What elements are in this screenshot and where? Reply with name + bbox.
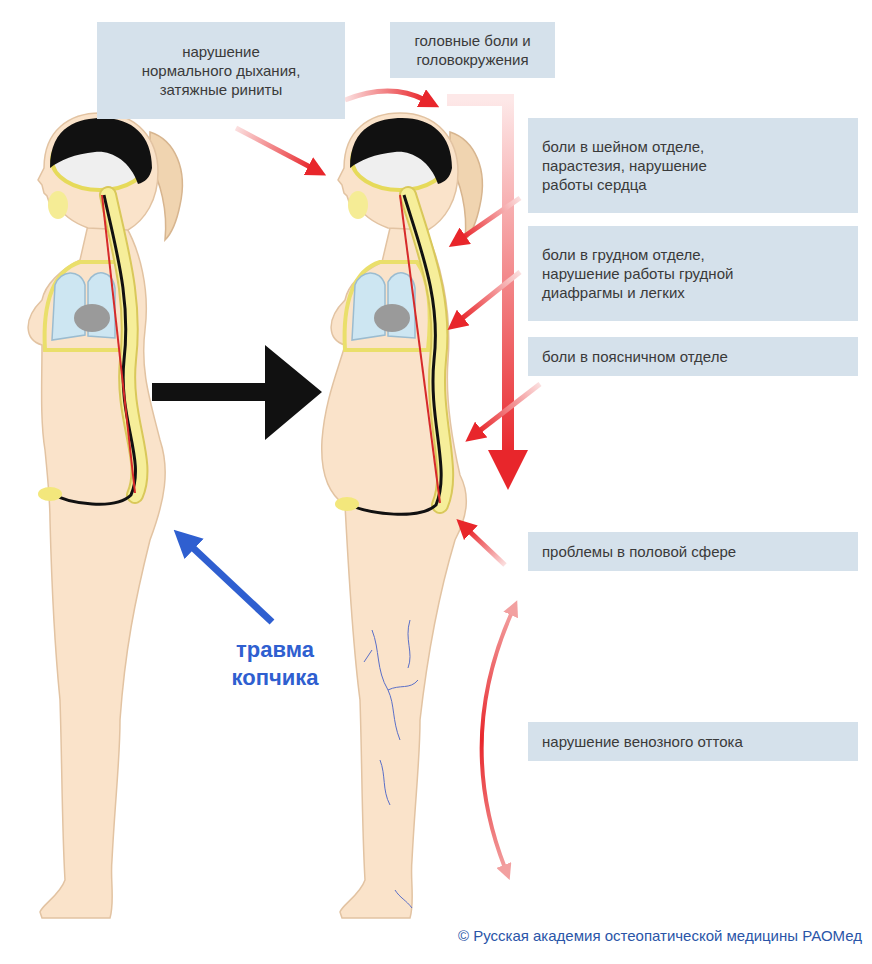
drawing-part (345, 262, 430, 350)
text-box: боли в грудном отделе, нарушение работы … (528, 226, 858, 321)
trauma-arrow (190, 545, 272, 622)
red-arrow (236, 128, 312, 168)
box-text: боли в поясничном отделе (542, 347, 842, 366)
transition-arrow (152, 345, 322, 440)
drawing-part (400, 195, 440, 503)
right-figure (322, 113, 483, 918)
drawing-part (395, 890, 412, 908)
drawing-part (102, 195, 135, 493)
text-box: нарушение нормального дыхания, затяжные … (97, 22, 345, 119)
drawing-part (352, 273, 385, 340)
drawing-part (28, 225, 165, 918)
veins (364, 620, 418, 908)
box-text: нарушение венозного оттока (542, 732, 842, 751)
drawing-part (408, 620, 410, 668)
double-arrow (482, 612, 512, 868)
red-arrow (345, 91, 425, 100)
red-arrow (462, 198, 520, 238)
red-bracket-arrow (447, 100, 508, 452)
box-text: головные боли и головокружения (398, 31, 547, 69)
drawing-part (348, 191, 368, 219)
box-text: нарушение нормального дыхания, затяжные … (141, 42, 301, 99)
red-arrow-head (488, 450, 528, 490)
drawing-part (388, 680, 418, 690)
drawing-part (338, 113, 458, 230)
text-box: проблемы в половой сфере (528, 532, 858, 571)
red-arrow (460, 272, 520, 320)
drawing-part (38, 487, 62, 501)
drawing-part (345, 195, 441, 514)
drawing-part (48, 195, 135, 504)
drawing-part (374, 304, 410, 332)
text-box: головные боли и головокружения (390, 22, 555, 78)
text-box: нарушение венозного оттока (528, 722, 858, 761)
drawing-part (380, 760, 390, 805)
box-text: боли в шейном отделе, парастезия, наруше… (542, 137, 757, 194)
drawing-part (50, 118, 152, 184)
copyright: © Русская академия остеопатической медиц… (250, 926, 862, 946)
drawing-part (48, 191, 68, 219)
red-arrow (468, 530, 505, 565)
drawing-part (350, 118, 452, 184)
drawing-part (52, 273, 85, 340)
box-text: проблемы в половой сфере (542, 542, 842, 561)
red-arrow (478, 384, 540, 432)
text-box: боли в шейном отделе, парастезия, наруше… (528, 118, 858, 213)
left-figure (28, 113, 182, 918)
box-text: боли в грудном отделе, нарушение работы … (542, 245, 757, 302)
drawing-part (364, 650, 372, 662)
drawing-part (74, 304, 110, 332)
trauma-label: травма копчика (200, 636, 350, 692)
drawing-part (335, 497, 359, 511)
drawing-part (372, 630, 400, 740)
drawing-part (38, 113, 158, 230)
text-box: боли в поясничном отделе (528, 337, 858, 376)
